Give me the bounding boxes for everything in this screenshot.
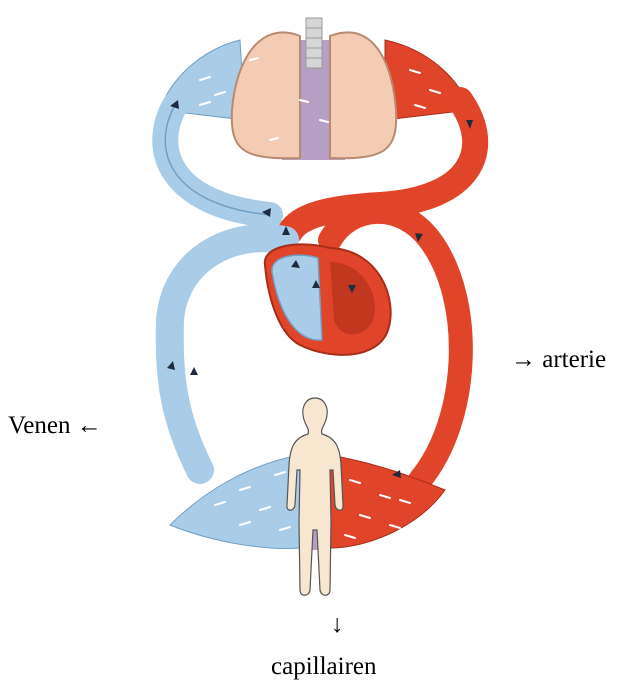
venen-label: Venen ← [8,413,102,438]
capillairen-arrow: ↓ [331,612,344,637]
arterie-label: → arterie [511,347,606,372]
human-body-icon [287,398,343,595]
lungs-icon [232,32,300,158]
capillairen-label: capillairen [271,654,377,679]
trachea-icon [306,18,322,68]
